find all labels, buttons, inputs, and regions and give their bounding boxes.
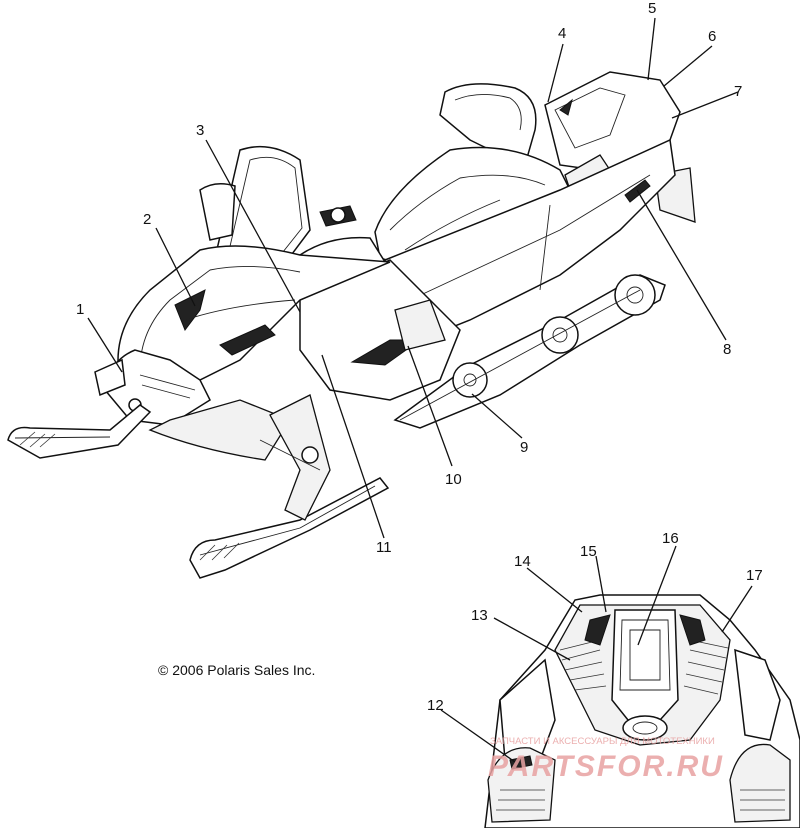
watermark-logo-text: PARTSFOR.RU	[488, 750, 724, 783]
callout-7: 7	[734, 83, 742, 100]
callout-13: 13	[471, 607, 488, 624]
callout-5: 5	[648, 0, 656, 17]
callout-16: 16	[662, 530, 679, 547]
copyright-text: © 2006 Polaris Sales Inc.	[158, 662, 315, 678]
callout-10: 10	[445, 471, 462, 488]
leader-lines	[87, 17, 753, 763]
snowmobile-illustration	[7, 71, 696, 579]
callout-3: 3	[196, 122, 204, 139]
callout-1: 1	[76, 301, 84, 318]
callout-4: 4	[558, 25, 566, 42]
callout-17: 17	[746, 567, 763, 584]
watermark: ЗАПЧАСТИ И АКСЕССУАРЫ ДЛЯ МОТОТЕХНИКИ PA…	[488, 736, 724, 783]
callout-8: 8	[723, 341, 731, 358]
callout-2: 2	[143, 211, 151, 228]
callout-11: 11	[376, 539, 392, 556]
watermark-line1: ЗАПЧАСТИ И АКСЕССУАРЫ ДЛЯ МОТОТЕХНИКИ	[490, 736, 715, 747]
callout-9: 9	[520, 439, 528, 456]
callout-14: 14	[514, 553, 531, 570]
callout-12: 12	[427, 697, 444, 714]
front-view-illustration	[484, 594, 800, 828]
callout-6: 6	[708, 28, 716, 45]
callout-labels: 1 2 3 4 5 6 7 8 9 10 11 12 13 14 15 16 1…	[76, 0, 763, 714]
callout-15: 15	[580, 543, 597, 560]
